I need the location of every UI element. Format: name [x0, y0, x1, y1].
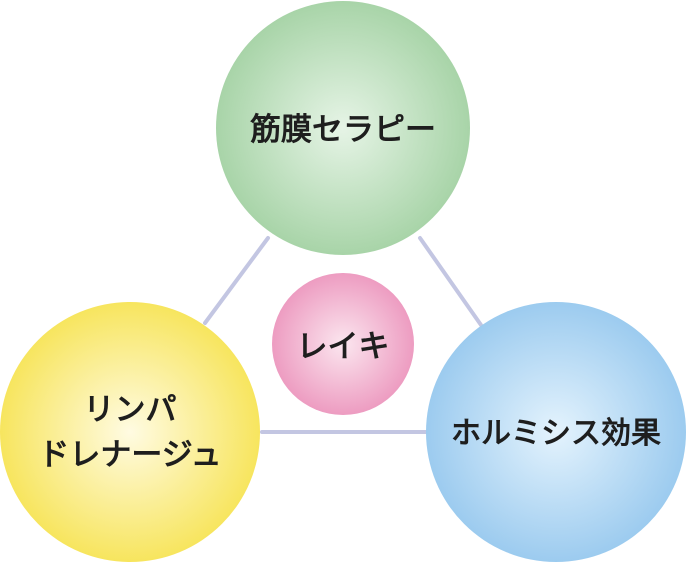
label-right: ホルミシス効果 — [451, 416, 661, 451]
circle-center — [272, 273, 414, 415]
circle-right — [426, 302, 686, 562]
label-left-line2: ドレナージュ — [38, 437, 221, 473]
circle-left — [0, 302, 260, 562]
connector-top-left — [203, 236, 270, 325]
label-left-line1: リンパ — [84, 392, 177, 428]
circle-top — [216, 1, 470, 255]
label-center: レイキ — [297, 329, 390, 365]
label-top: 筋膜セラピー — [250, 112, 436, 148]
connector-top-right — [418, 236, 483, 327]
